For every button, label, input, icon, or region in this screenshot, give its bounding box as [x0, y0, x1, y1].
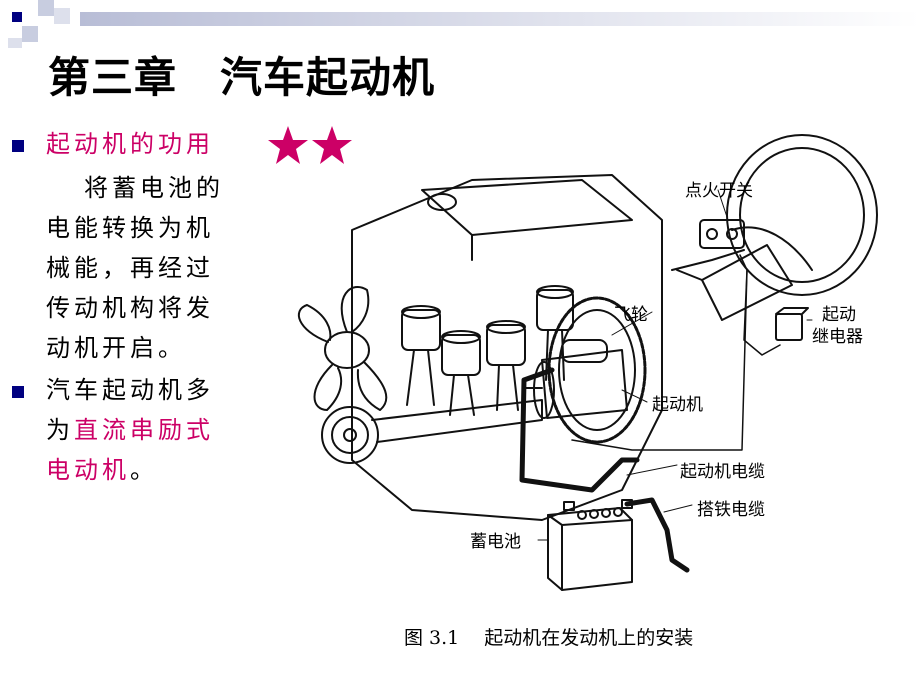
bullet-heading: 起动机的功用	[46, 130, 214, 158]
body-line: 动机开启。	[46, 334, 186, 362]
battery	[547, 499, 633, 591]
bullet-2-line2: 为直流串励式	[46, 416, 214, 444]
body-line: 械能，再经过	[46, 254, 214, 282]
starter-relay	[775, 313, 803, 341]
star-icon	[312, 126, 352, 164]
ignition-switch	[699, 219, 745, 249]
starter-motor	[523, 339, 628, 419]
label-relay-line1: 起动	[822, 305, 856, 325]
bullet-body: 将蓄电池的 电能转换为机 械能，再经过 传动机构将发 动机开启。	[46, 168, 276, 368]
header-band	[80, 12, 920, 26]
steering-wheel	[726, 134, 878, 296]
page-title: 第三章 汽车起动机	[48, 53, 436, 102]
bullet-marker	[12, 386, 24, 398]
starter-installation-diagram	[297, 134, 878, 591]
label-ground-cable: 搭铁电缆	[697, 500, 765, 520]
bullet-marker	[12, 140, 24, 152]
label-battery: 蓄电池	[470, 532, 521, 552]
bullet-2-line3: 电动机。	[46, 456, 158, 484]
pulley	[321, 406, 379, 464]
highlight-text: 直流串励式	[74, 416, 214, 444]
label-starter: 起动机	[652, 395, 703, 415]
bullet-2-line1: 汽车起动机多	[46, 376, 214, 404]
label-ignition-switch: 点火开关	[685, 181, 753, 201]
figure-caption: 图 3.1 起动机在发动机上的安装	[404, 627, 694, 649]
pistons	[401, 285, 574, 416]
star-icon	[268, 126, 308, 164]
highlight-text: 电动机	[46, 456, 130, 484]
star-icons	[268, 126, 352, 164]
label-flywheel: 飞轮	[614, 305, 648, 325]
bullet-2-text: 汽车起动机多 为直流串励式 电动机。	[46, 370, 286, 490]
corner-decoration	[0, 0, 80, 50]
label-starter-cable: 起动机电缆	[680, 462, 765, 482]
body-line: 将蓄电池的	[84, 174, 224, 202]
label-relay-line2: 继电器	[812, 327, 863, 347]
body-line: 电能转换为机	[46, 214, 214, 242]
body-line: 传动机构将发	[46, 294, 214, 322]
fan	[297, 285, 388, 411]
